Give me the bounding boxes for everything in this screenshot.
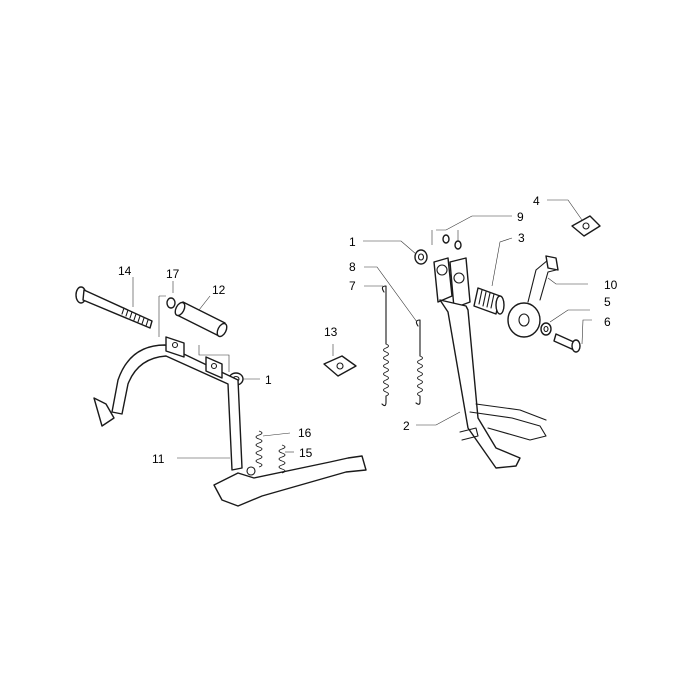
callout-part-16: 16 (298, 426, 312, 440)
callouts: 1 1 2 3 4 5 6 7 8 9 10 11 12 13 14 15 16… (118, 194, 618, 466)
callout-part-15: 15 (299, 446, 313, 460)
screw-part-6 (553, 333, 581, 353)
nut-plate-part-13 (323, 355, 357, 377)
pin-part-3 (473, 287, 505, 315)
callout-part-9: 9 (517, 210, 524, 224)
callout-part-1: 1 (349, 235, 356, 249)
sleeve-part-12 (174, 301, 228, 338)
callout-part-10: 10 (604, 278, 618, 292)
callout-part-6: 6 (604, 315, 611, 329)
callout-part-11: 11 (152, 452, 165, 466)
spring-part-15 (278, 444, 286, 474)
callout-part-1: 1 (265, 373, 272, 387)
callout-part-7: 7 (349, 279, 356, 293)
washer-part-5 (540, 322, 552, 336)
bolt-part-14 (75, 286, 153, 329)
callout-part-14: 14 (118, 264, 132, 278)
side-stand-part-2 (433, 257, 547, 469)
ring-part-17 (166, 297, 176, 309)
spring-part-8 (415, 319, 423, 405)
callout-part-5: 5 (604, 295, 611, 309)
nut-plate-part-4 (571, 215, 601, 237)
callout-part-4: 4 (533, 194, 540, 208)
switch-part-10 (507, 255, 559, 338)
spring-part-7 (381, 285, 389, 407)
center-stand-part-11 (93, 336, 367, 507)
leader-lines (132, 199, 592, 459)
bush-part-1-right (414, 249, 428, 265)
callout-part-17: 17 (166, 267, 180, 281)
callout-part-12: 12 (212, 283, 226, 297)
o-ring-part-9-lower (454, 240, 462, 250)
spring-part-16 (255, 430, 263, 468)
callout-part-3: 3 (518, 231, 525, 245)
callout-part-13: 13 (324, 325, 338, 339)
o-ring-part-9-upper (442, 234, 450, 244)
callout-part-8: 8 (349, 260, 356, 274)
callout-part-2: 2 (403, 419, 410, 433)
